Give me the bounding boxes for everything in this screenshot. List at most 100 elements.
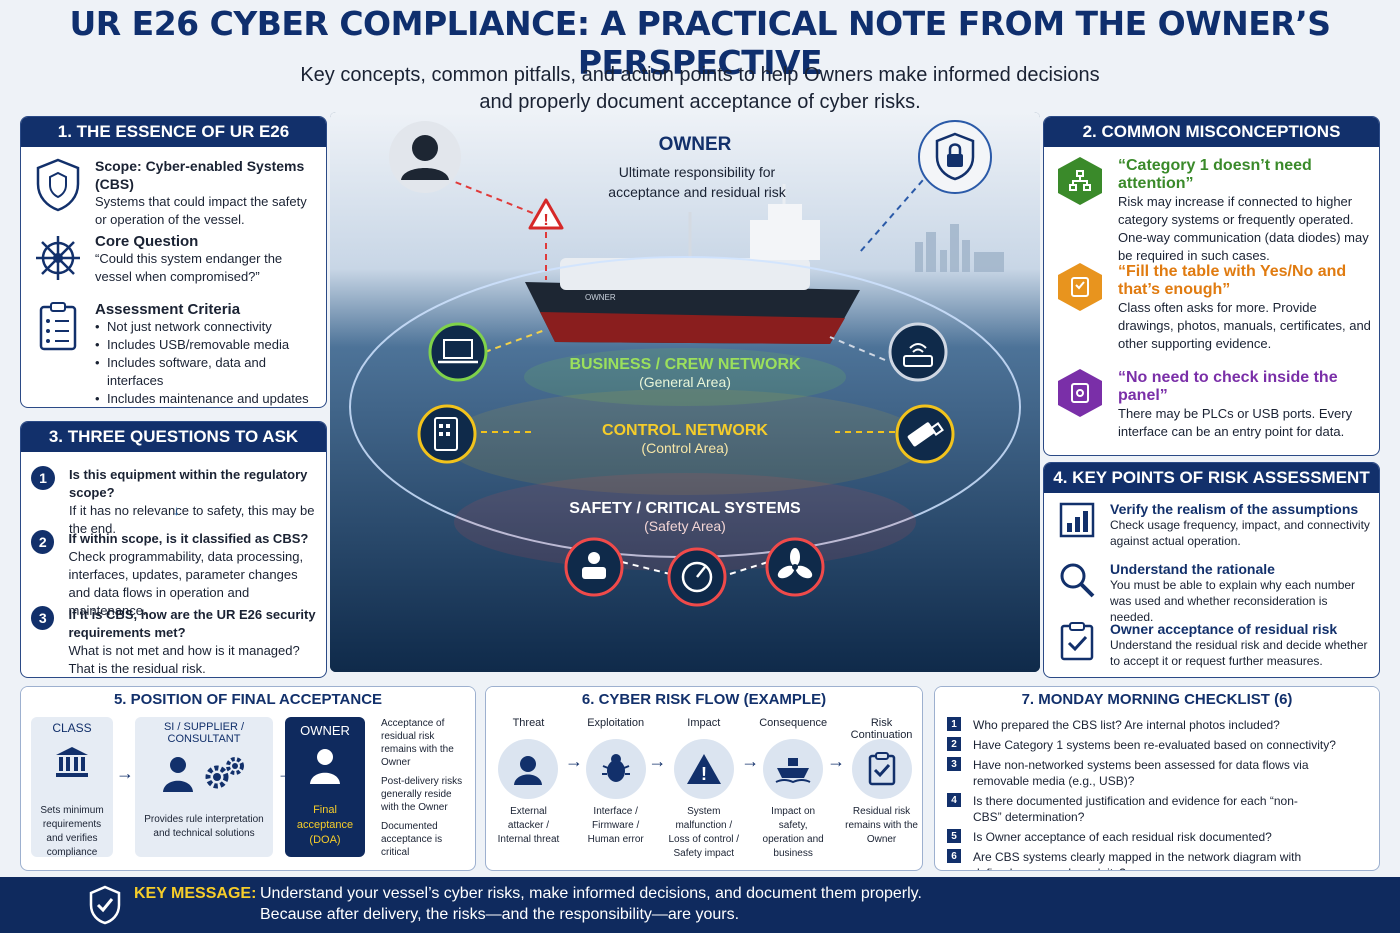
- network-zones-diagram: OWNER !: [330, 112, 1040, 672]
- si-label: SI / SUPPLIER / CONSULTANT: [163, 721, 245, 745]
- step-number: 1: [31, 466, 55, 490]
- zone-name: BUSINESS / CREW NETWORK: [569, 356, 801, 373]
- ship-wheel-icon: [36, 236, 80, 280]
- checklist-text: Have non-networked systems been assessed…: [973, 758, 1309, 788]
- zone-name: SAFETY / CRITICAL SYSTEMS: [569, 500, 801, 517]
- flow-step-text: Residual risk remains with the Owner: [845, 806, 918, 845]
- step-number: 2: [31, 530, 55, 554]
- router-icon: [888, 322, 948, 382]
- questions-heading: 3. THREE QUESTIONS TO ASK: [21, 422, 326, 452]
- ship: OWNER: [525, 184, 860, 344]
- flow-step-label: Consequence: [759, 717, 828, 729]
- criteria-list: Not just network connectivity Includes U…: [95, 318, 320, 407]
- flow-panel: 6. CYBER RISK FLOW (EXAMPLE) Threat Exte…: [485, 686, 923, 871]
- page-subtitle: Key concepts, common pitfalls, and actio…: [0, 62, 1400, 116]
- checkbox-number: 1: [947, 717, 961, 731]
- hacker-icon: [389, 121, 461, 193]
- flow-step-text: System malfunction / Loss of control / S…: [668, 806, 740, 859]
- criteria-block: Assessment Criteria Not just network con…: [33, 301, 320, 407]
- hacker-icon: [498, 739, 559, 799]
- essence-heading: 1. THE ESSENCE OF UR E26: [21, 117, 326, 147]
- business-zone-label: BUSINESS / CREW NETWORK (General Area): [535, 356, 835, 390]
- key-message-bar: KEY MESSAGE: Understand your vessel’s cy…: [0, 877, 1400, 933]
- question-text: If it has no relevance to safety, this m…: [69, 503, 315, 536]
- gauge-icon: [667, 547, 727, 607]
- position-heading: 5. POSITION OF FINAL ACCEPTANCE: [21, 687, 475, 713]
- position-notes: Acceptance of residual risk remains with…: [373, 717, 471, 859]
- clipboard-check-icon: [851, 739, 912, 799]
- flow-step-label: Impact: [687, 717, 721, 729]
- checklist-text: Are CBS systems clearly mapped in the ne…: [973, 850, 1302, 870]
- list-item: Documented acceptance is critical: [381, 821, 443, 858]
- misconception-title: “Category 1 doesn’t need attention”: [1118, 157, 1312, 192]
- owner-card: OWNER Final acceptance (DOA): [285, 717, 365, 857]
- misconception-title: “Fill the table with Yes/No and that’s e…: [1118, 263, 1347, 298]
- subtitle-line-1: Key concepts, common pitfalls, and actio…: [300, 64, 1100, 86]
- checklist-item: 5 Is Owner acceptance of each residual ri…: [947, 829, 1372, 845]
- list-item: Includes software, data and interfaces: [95, 354, 320, 390]
- risk-text: Check usage frequency, impact, and conne…: [1110, 518, 1370, 548]
- zone-name: CONTROL NETWORK: [602, 422, 768, 439]
- subtitle-line-2: and properly document acceptance of cybe…: [479, 91, 921, 113]
- ship-network-scene: OWNER !: [330, 112, 1040, 672]
- shield-check-icon: [89, 885, 121, 925]
- safety-zone-label: SAFETY / CRITICAL SYSTEMS (Safety Area): [535, 500, 835, 534]
- flow-step-text: Impact on safety, operation and business: [762, 806, 824, 859]
- gears-icon: [205, 757, 244, 789]
- flow-step: Risk Continuation Residual risk remains …: [845, 717, 918, 867]
- core-text: “Could this system endanger the vessel w…: [95, 251, 283, 284]
- risk-text: Understand the residual risk and decide …: [1110, 638, 1368, 668]
- misconception-text: There may be PLCs or USB ports. Every in…: [1118, 406, 1353, 439]
- flow-step-label: Threat: [512, 717, 545, 729]
- owner-person-icon: [310, 749, 340, 784]
- checkbox-number: 5: [947, 829, 961, 843]
- checkbox-number: 3: [947, 757, 961, 771]
- checklist-item: 3 Have non-networked systems been assesse…: [947, 757, 1372, 789]
- si-card: SI / SUPPLIER / CONSULTANT Provides rule…: [135, 717, 273, 857]
- zone-area: (Safety Area): [644, 518, 726, 534]
- operator-icon: [564, 537, 624, 597]
- question-title: If within scope, is it classified as CBS…: [68, 531, 309, 546]
- risk-title: Owner acceptance of residual risk: [1110, 621, 1338, 637]
- key-message-label: KEY MESSAGE:: [134, 885, 257, 902]
- owner-label: OWNER: [300, 723, 350, 738]
- position-panel: 5. POSITION OF FINAL ACCEPTANCE CLASS Se…: [20, 686, 476, 871]
- scope-text: Systems that could impact the safety or …: [95, 194, 307, 227]
- checklist-text: Is there documented justification and ev…: [973, 794, 1298, 824]
- risk-item: Understand the rationale You must be abl…: [1058, 561, 1370, 625]
- panel-icon: [1058, 369, 1102, 417]
- risk-title: Verify the realism of the assumptions: [1110, 501, 1359, 517]
- arrow-right-icon: →: [564, 751, 583, 771]
- scope-block: Scope: Cyber-enabled Systems (CBS) Syste…: [33, 157, 320, 229]
- checklist-text: Who prepared the CBS list? Are internal …: [973, 718, 1280, 732]
- class-card: CLASS Sets minimum requirements and veri…: [31, 717, 113, 858]
- control-zone-label: CONTROL NETWORK (Control Area): [535, 422, 835, 456]
- arrow-right-icon: →: [741, 751, 760, 771]
- class-label: CLASS: [52, 721, 92, 735]
- owner-text: Ultimate responsibility for acceptance a…: [608, 164, 786, 200]
- arrow-down-icon: ↓: [173, 502, 180, 518]
- misconception-item: “No need to check inside the panel” Ther…: [1058, 369, 1373, 441]
- key-message-line-1: Understand your vessel’s cyber risks, ma…: [260, 885, 922, 902]
- risk-panel: 4. KEY POINTS OF RISK ASSESSMENT Verify …: [1043, 462, 1380, 678]
- bug-icon: [585, 739, 646, 799]
- shield-icon: [36, 158, 80, 212]
- bar-chart-icon: [1059, 502, 1095, 538]
- misconception-item: “Fill the table with Yes/No and that’s e…: [1058, 263, 1373, 353]
- misconceptions-panel: 2. COMMON MISCONCEPTIONS “Category 1 doe…: [1043, 116, 1380, 456]
- scope-title: Scope: Cyber-enabled Systems (CBS): [95, 158, 305, 192]
- essence-panel: 1. THE ESSENCE OF UR E26 Scope: Cyber-en…: [20, 116, 327, 408]
- arrow-right-icon: →: [648, 751, 667, 771]
- warning-icon: !: [673, 739, 734, 799]
- question-text: Check programmability, data processing, …: [68, 549, 304, 618]
- checklist-text: Have Category 1 systems been re-evaluate…: [973, 738, 1336, 752]
- list-item: Acceptance of residual risk remains with…: [381, 718, 454, 768]
- hierarchy-icon: [1058, 157, 1102, 205]
- checklist-text: Is Owner acceptance of each residual ris…: [973, 830, 1272, 844]
- checklist-item: 1 Who prepared the CBS list? Are internal…: [947, 717, 1372, 733]
- question-item: 3 If it is CBS, how are the UR E26 secur…: [31, 606, 321, 677]
- core-block: Core Question “Could this system endange…: [33, 233, 320, 286]
- question-title: If it is CBS, how are the UR E26 securit…: [68, 607, 316, 640]
